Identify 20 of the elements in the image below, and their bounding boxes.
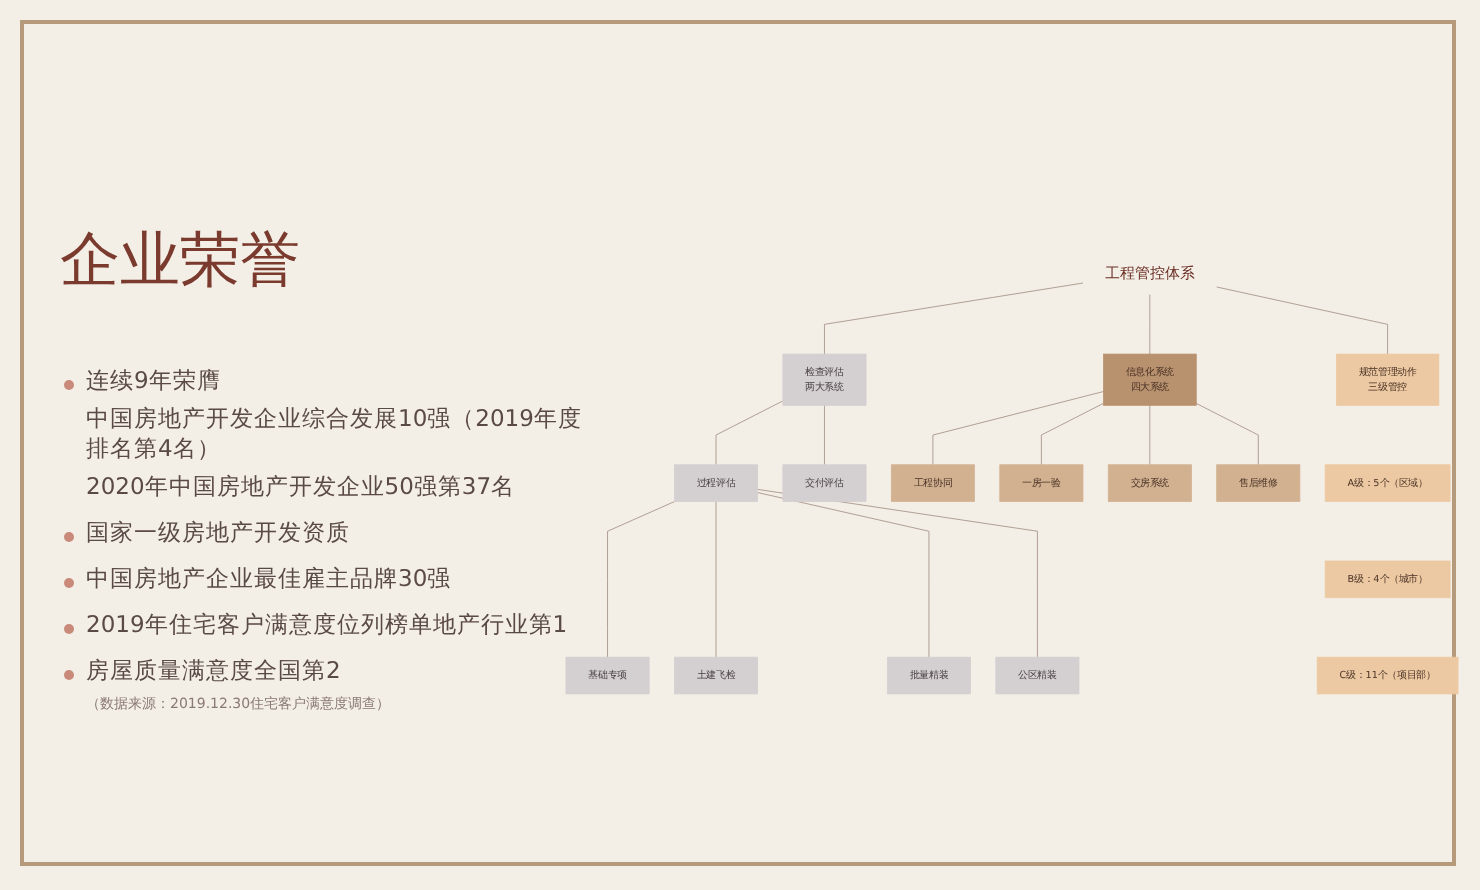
honor-text: 中国房地产开发企业综合发展10强（2019年度排名第4名） <box>86 404 584 464</box>
connector <box>607 501 675 658</box>
honor-text: 中国房地产企业最佳雇主品牌30强 <box>86 564 452 594</box>
connector <box>715 501 717 658</box>
section-heading: 企业荣誉 <box>60 224 300 300</box>
connector <box>1041 403 1104 466</box>
connector <box>932 391 1104 466</box>
connector <box>824 282 1084 355</box>
honor-text: 国家一级房地产开发资质 <box>86 518 350 548</box>
honor-text: 房屋质量满意度全国第2 <box>86 656 341 686</box>
honor-text: 连续9年荣膺 <box>86 366 221 396</box>
connector <box>757 492 930 658</box>
honor-text: 2019年住宅客户满意度位列榜单地产行业第1 <box>86 610 568 640</box>
honor-text: 2020年中国房地产开发企业50强第37名 <box>86 472 516 502</box>
connector <box>1149 294 1151 355</box>
connector <box>824 404 825 466</box>
connector <box>715 400 784 466</box>
connector <box>1216 286 1388 355</box>
connector <box>1195 403 1259 466</box>
connector <box>1149 404 1151 466</box>
